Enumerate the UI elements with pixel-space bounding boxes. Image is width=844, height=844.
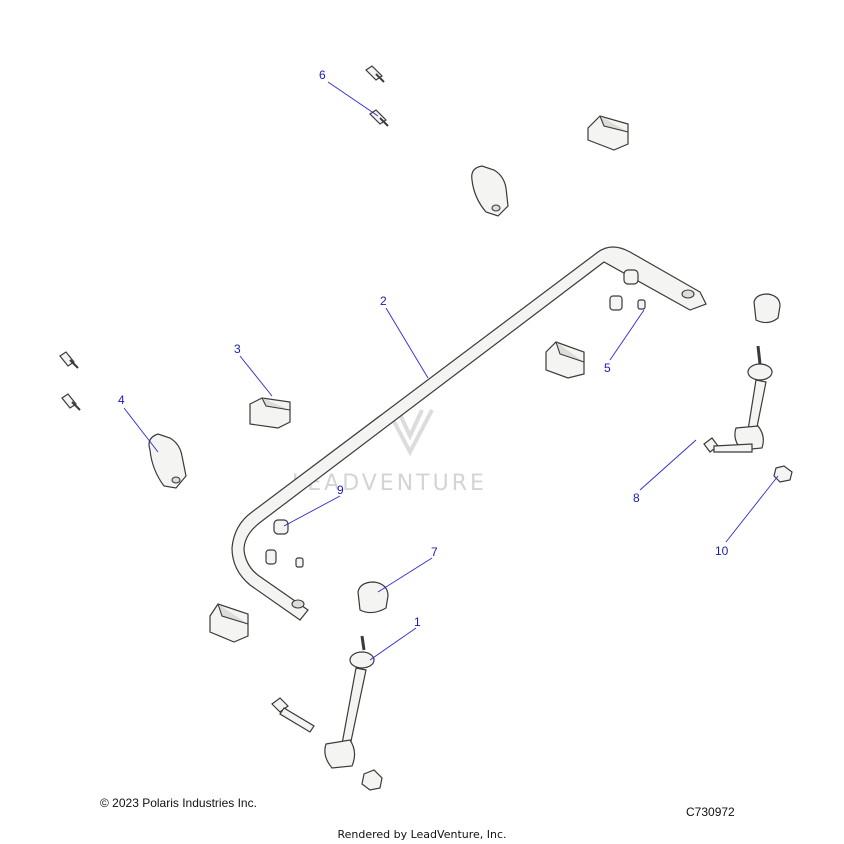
watermark: LEADVENTURE <box>292 409 487 496</box>
flange-bolt <box>59 351 79 369</box>
diagram-code: C730972 <box>686 805 735 819</box>
bushing-clamp <box>148 433 187 489</box>
flange-bolt <box>61 393 81 411</box>
pivot-bushing-block <box>249 397 291 429</box>
sway-bar <box>231 246 707 621</box>
bar-bushing-right <box>609 269 646 311</box>
callout-10: 10 <box>715 544 729 558</box>
callout-1: 1 <box>414 615 421 629</box>
callout-3: 3 <box>234 342 241 356</box>
link-bushing-left <box>357 581 389 614</box>
link-bolt-right <box>703 437 753 453</box>
link-bushing-right <box>753 293 781 324</box>
callout-2: 2 <box>380 294 387 308</box>
watermark-text: LEADVENTURE <box>292 471 487 496</box>
callout-8: 8 <box>633 491 640 505</box>
pivot-bushing-block <box>587 115 629 151</box>
link-bolt-left <box>271 697 315 733</box>
callout-6: 6 <box>319 68 326 82</box>
link-nut-right <box>773 465 793 483</box>
rendered-by-text: Rendered by LeadVenture, Inc. <box>337 828 507 841</box>
flange-bolt <box>365 65 385 83</box>
bushing-clamp <box>471 165 509 217</box>
callout-9: 9 <box>337 483 344 497</box>
bar-bushing-left <box>265 519 304 568</box>
callouts: 1 2 3 4 5 6 7 8 9 10 <box>118 68 729 629</box>
watermark-logo-icon <box>386 409 434 457</box>
end-link-right <box>734 345 773 451</box>
leader-lines <box>123 81 779 661</box>
callout-4: 4 <box>118 393 125 407</box>
link-nut-left <box>361 769 383 791</box>
pivot-bushing-block <box>209 603 249 643</box>
end-link-left <box>324 635 375 769</box>
pivot-bushing-block <box>545 341 585 379</box>
callout-5: 5 <box>604 361 611 375</box>
callout-7: 7 <box>431 545 438 559</box>
copyright-text: © 2023 Polaris Industries Inc. <box>100 796 257 810</box>
